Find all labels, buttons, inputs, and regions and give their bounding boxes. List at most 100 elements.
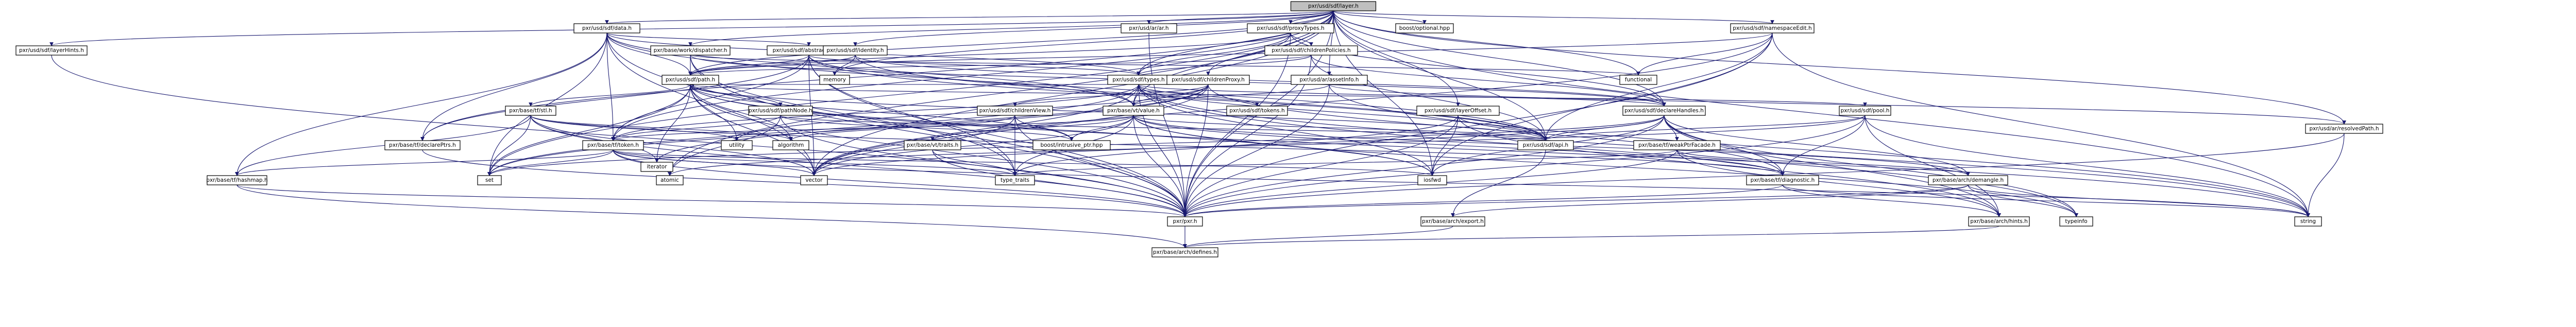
node-label-diagnostic: pxr/base/tf/diagnostic.h <box>1751 177 1815 183</box>
node-label-vtValue: pxr/base/vt/value.h <box>1107 108 1160 114</box>
node-boostIntrusive[interactable]: boost/intrusive_ptr.hpp <box>1032 140 1111 150</box>
node-tfToken[interactable]: pxr/base/tf/token.h <box>582 140 644 150</box>
node-archDefines[interactable]: pxr/base/arch/defines.h <box>1151 247 1218 257</box>
node-declareHandles[interactable]: pxr/usd/sdf/declareHandles.h <box>1622 106 1706 116</box>
node-box-data <box>573 23 640 33</box>
node-label-iterator: iterator <box>647 164 667 170</box>
node-proxyTypes[interactable]: pxr/usd/sdf/proxyTypes.h <box>1247 23 1334 33</box>
node-layerOffset[interactable]: pxr/usd/sdf/layerOffset.h <box>1416 106 1500 116</box>
edge-identity-to-pathSdf <box>688 55 856 76</box>
node-functional[interactable]: functional <box>1619 75 1657 85</box>
node-identity[interactable]: pxr/usd/sdf/identity.h <box>823 45 888 56</box>
node-label-sdfApi: pxr/usd/sdf/api.h <box>1523 142 1568 148</box>
edge-tfToken-to-typeTraits <box>613 149 1017 176</box>
node-sdfApi[interactable]: pxr/usd/sdf/api.h <box>1517 140 1574 150</box>
node-pxr[interactable]: pxr/pxr.h <box>1167 216 1203 227</box>
node-algorithm[interactable]: algorithm <box>772 140 809 150</box>
node-box-arAr <box>1121 23 1177 33</box>
node-types[interactable]: pxr/usd/sdf/types.h <box>1107 75 1170 85</box>
node-data[interactable]: pxr/usd/sdf/data.h <box>573 23 640 33</box>
node-namespaceEdit[interactable]: pxr/usd/sdf/namespaceEdit.h <box>1730 23 1815 33</box>
node-iterator[interactable]: iterator <box>640 162 673 172</box>
edge-childrenPolicies-to-sdfApi <box>1311 55 1548 141</box>
edge-root-to-set <box>487 10 1334 176</box>
edge-proxyTypes-to-declareHandles <box>1290 32 1666 107</box>
edge-layerOffset-to-pxr <box>1183 115 1459 217</box>
node-childrenPolicies[interactable]: pxr/usd/sdf/childrenPolicies.h <box>1264 45 1358 56</box>
node-typeTraits[interactable]: type_traits <box>995 175 1035 185</box>
node-arAr[interactable]: pxr/usd/ar/ar.h <box>1121 23 1177 33</box>
node-box-namespaceEdit <box>1730 23 1815 33</box>
edge-root-to-layerHints <box>49 10 1334 46</box>
node-typeinfo[interactable]: typeinfo <box>2059 216 2093 227</box>
node-pathSdf[interactable]: pxr/usd/sdf/path.h <box>662 75 719 85</box>
edge-childrenProxy-to-utility <box>735 84 1209 141</box>
node-boostOptional[interactable]: boost/optional.hpp <box>1395 23 1454 33</box>
edge-declareHandles-to-pxr <box>1183 115 1665 217</box>
node-declarePtrs[interactable]: pxr/base/tf/declarePtrs.h <box>384 140 461 150</box>
node-vector[interactable]: vector <box>800 175 828 185</box>
edge-types-to-declareHandles <box>1138 84 1666 107</box>
node-atomic[interactable]: atomic <box>656 175 684 185</box>
edge-namespaceEdit-to-sdfApi <box>1544 32 1773 141</box>
node-box-assetInfo <box>1291 75 1368 85</box>
node-string[interactable]: string <box>2294 216 2322 227</box>
edge-root-to-data <box>605 10 1334 24</box>
node-box-tfStl <box>505 106 556 116</box>
node-tfTraits[interactable]: pxr/base/vt/traits.h <box>904 140 961 150</box>
edge-proxyTypes-to-pxr <box>1183 32 1291 217</box>
node-pool[interactable]: pxr/usd/sdf/pool.h <box>1839 106 1891 116</box>
dependency-nodes: pxr/usd/sdf/layer.hpxr/usd/sdf/data.hpxr… <box>15 1 2383 257</box>
node-box-identity <box>823 45 888 56</box>
node-childrenProxy[interactable]: pxr/usd/sdf/childrenProxy.h <box>1166 75 1250 85</box>
edge-pool-to-atomic <box>668 115 1866 176</box>
node-box-typeTraits <box>995 175 1035 185</box>
node-archExport[interactable]: pxr/base/arch/export.h <box>1420 216 1485 227</box>
node-box-pxr <box>1167 216 1203 227</box>
node-label-utility: utility <box>729 142 744 148</box>
edge-tfStl-to-hashmap <box>235 115 531 176</box>
node-box-root <box>1290 1 1377 11</box>
node-set[interactable]: set <box>477 175 502 185</box>
node-iosfwd[interactable]: iosfwd <box>1417 175 1447 185</box>
node-tfStl[interactable]: pxr/base/tf/stl.h <box>505 106 556 116</box>
edge-namespaceEdit-to-iosfwd <box>1430 32 1773 176</box>
node-utility[interactable]: utility <box>721 140 753 150</box>
node-box-pathSdf <box>662 75 719 85</box>
node-assetInfo[interactable]: pxr/usd/ar/assetInfo.h <box>1291 75 1368 85</box>
node-diagnostic[interactable]: pxr/base/tf/diagnostic.h <box>1746 175 1819 185</box>
node-resolvedPath[interactable]: pxr/usd/ar/resolvedPath.h <box>2305 124 2383 134</box>
edge-namespaceEdit-to-functional <box>1636 32 1773 76</box>
node-sdfTokens[interactable]: pxr/usd/sdf/tokens.h <box>1226 106 1288 116</box>
node-label-layerHints: pxr/usd/sdf/layerHints.h <box>19 47 84 54</box>
node-memory[interactable]: memory <box>819 75 850 85</box>
node-box-hashmap <box>207 175 267 185</box>
edge-root-to-declarePtrs <box>420 10 1334 141</box>
edge-pathSdf-to-pool <box>690 84 1867 107</box>
node-demangle[interactable]: pxr/base/arch/demangle.h <box>1928 175 2008 185</box>
node-workDispatcher[interactable]: pxr/base/work/dispatcher.h <box>650 45 731 56</box>
node-label-string: string <box>2300 218 2316 225</box>
node-box-declareHandles <box>1622 106 1706 116</box>
node-pathNode[interactable]: pxr/usd/sdf/pathNode.h <box>748 106 813 116</box>
edge-abstractData-to-declarePtrs <box>420 55 809 141</box>
node-box-proxyTypes <box>1247 23 1334 33</box>
edge-data-to-pxr <box>606 32 1187 217</box>
edge-data-to-declarePtrs <box>420 32 607 141</box>
edge-pathSdf-to-algorithm <box>690 84 793 141</box>
edge-childrenProxy-to-pxr <box>1183 84 1209 217</box>
node-archHints[interactable]: pxr/base/arch/hints.h <box>1968 216 2030 227</box>
edge-root-to-namespaceEdit <box>1333 10 1774 24</box>
node-label-pxr: pxr/pxr.h <box>1173 218 1197 225</box>
edge-tfTraits-to-pxr <box>932 149 1187 217</box>
edge-root-to-boostOptional <box>1333 10 1427 24</box>
edge-proxyTypes-to-childrenProxy <box>1206 32 1291 76</box>
node-vtValue[interactable]: pxr/base/vt/value.h <box>1103 106 1164 116</box>
node-childrenView[interactable]: pxr/usd/sdf/childrenView.h <box>977 106 1053 116</box>
edge-root-to-string <box>1333 10 2310 217</box>
node-box-layerOffset <box>1416 106 1500 116</box>
node-layerHints[interactable]: pxr/usd/sdf/layerHints.h <box>15 45 88 56</box>
node-box-diagnostic <box>1746 175 1819 185</box>
node-weakPtrFacade[interactable]: pxr/base/tf/weakPtrFacade.h <box>1633 140 1721 150</box>
node-hashmap[interactable]: pxr/base/tf/hashmap.h <box>206 175 268 185</box>
